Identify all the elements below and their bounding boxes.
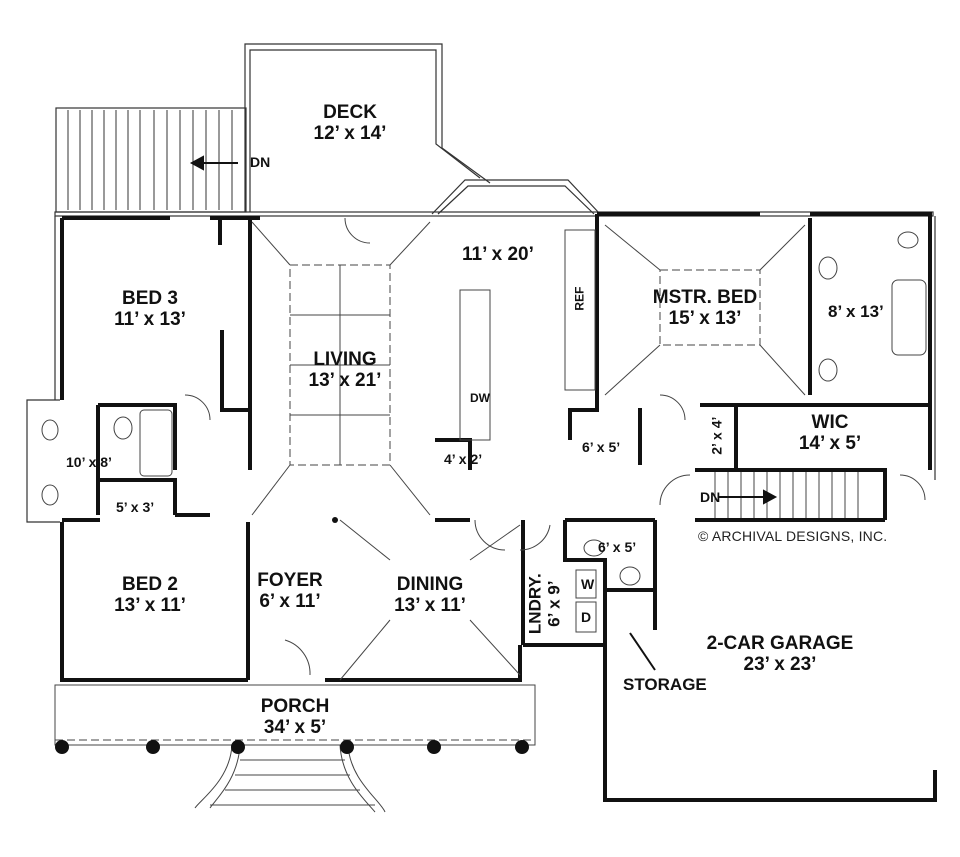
room-closet-kitchen-size: 6’ x 5’ <box>582 439 621 455</box>
deck-railing <box>244 43 491 212</box>
room-size: 13’ x 11’ <box>114 594 186 616</box>
room-living: LIVING 13’ x 21’ <box>295 349 395 392</box>
room-bed3: BED 3 11’ x 13’ <box>100 288 200 331</box>
fixture-dw: DW <box>470 391 490 405</box>
room-name: WIC <box>811 412 849 433</box>
fixture-dryer: D <box>581 609 592 625</box>
room-name: MSTR. BED <box>652 287 758 308</box>
room-name: PORCH <box>260 696 330 717</box>
room-name: BED 3 <box>122 288 178 309</box>
room-bath2-size: 10’ x 8’ <box>66 454 112 470</box>
porch-columns <box>55 517 529 754</box>
room-name: FOYER <box>257 570 323 591</box>
room-dining: DINING 13’ x 11’ <box>375 574 485 617</box>
garage-stairs-label: DN <box>700 489 721 505</box>
room-deck: DECK 12’ x 14’ <box>300 102 400 145</box>
garage-stairs <box>714 472 859 518</box>
room-size: 13’ x 11’ <box>394 594 466 616</box>
room-kitchen-size: 11’ x 20’ <box>462 244 534 265</box>
room-garage: 2-CAR GARAGE 23’ x 23’ <box>690 633 870 676</box>
room-name: DECK <box>323 102 377 123</box>
room-closet-bed2-size: 5’ x 3’ <box>116 499 155 515</box>
room-name: BED 2 <box>122 574 178 595</box>
room-size: 13’ x 21’ <box>308 369 382 391</box>
bay-window <box>431 179 601 215</box>
room-name: DINING <box>396 574 464 595</box>
room-master-bath-size: 8’ x 13’ <box>828 302 884 321</box>
room-size: 23’ x 23’ <box>743 653 817 675</box>
room-bed2: BED 2 13’ x 11’ <box>100 574 200 617</box>
room-name: 2-CAR GARAGE <box>706 633 854 654</box>
porch-outline <box>54 684 536 746</box>
room-size: 34’ x 5’ <box>263 716 327 738</box>
room-wic: WIC 14’ x 5’ <box>790 412 870 455</box>
room-foyer: FOYER 6’ x 11’ <box>250 570 330 613</box>
copyright-notice: © ARCHIVAL DESIGNS, INC. <box>698 528 888 544</box>
room-size: 12’ x 14’ <box>313 122 387 144</box>
room-size: 6’ x 11’ <box>259 590 321 612</box>
room-pantry-size: 4’ x 2’ <box>444 451 483 467</box>
porch-steps <box>194 744 233 809</box>
room-name: LIVING <box>313 349 377 370</box>
room-powder-size: 6’ x 5’ <box>598 539 637 555</box>
room-size: 15’ x 13’ <box>668 307 742 329</box>
room-master-bed: MSTR. BED 15’ x 13’ <box>630 287 780 330</box>
room-porch: PORCH 34’ x 5’ <box>245 696 345 739</box>
fixture-washer: W <box>581 576 595 592</box>
room-size: 14’ x 5’ <box>798 432 862 454</box>
room-size: 11’ x 13’ <box>114 308 186 330</box>
room-storage: STORAGE <box>623 675 707 694</box>
deck-stairs-label: DN <box>250 154 271 170</box>
